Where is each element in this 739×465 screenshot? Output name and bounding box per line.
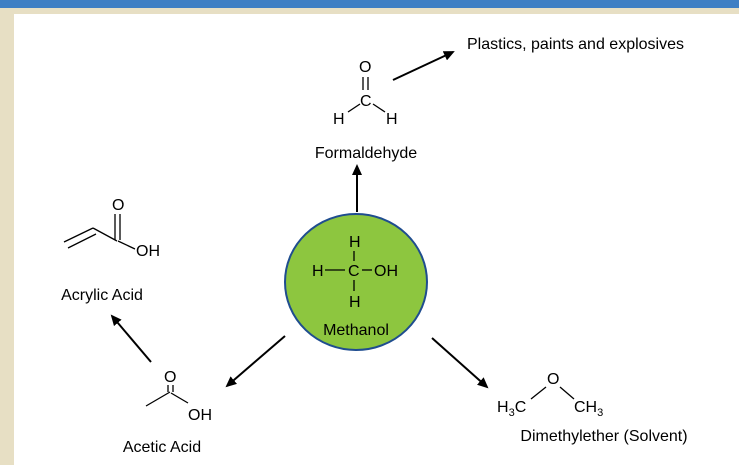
- acrylic-bond-coh: [117, 240, 136, 250]
- top-accent-bar: [0, 0, 739, 8]
- formaldehyde-label: Formaldehyde: [315, 145, 417, 162]
- acetic-acid-node: O OH Acetic Acid: [123, 369, 212, 456]
- formaldehyde-node: O C H H Formaldehyde: [315, 59, 417, 162]
- acrylic-oh: OH: [136, 243, 160, 260]
- dimethylether-label: Dimethylether (Solvent): [520, 428, 687, 445]
- formaldehyde-o: O: [359, 59, 371, 76]
- acetic-oh: OH: [188, 407, 212, 424]
- methanol-oh: OH: [374, 263, 398, 280]
- methanol-h-bottom: H: [349, 294, 361, 311]
- acrylic-o: O: [112, 197, 124, 214]
- acetic-bond-ch3: [145, 391, 171, 407]
- methanol-h-top: H: [349, 234, 361, 251]
- arrow-to-acrylic-acid: [110, 314, 152, 363]
- acetic-o: O: [164, 369, 176, 386]
- dme-ch3-right: CH3: [574, 399, 603, 419]
- arrow-to-dimethylether: [431, 337, 489, 389]
- dimethylether-node: H3C O CH3 Dimethylether (Solvent): [497, 371, 688, 445]
- dme-o: O: [547, 371, 559, 388]
- acrylic-acid-node: O OH Acrylic Acid: [61, 197, 160, 304]
- acrylic-bond-cc: [92, 227, 118, 242]
- acetic-acid-label: Acetic Acid: [123, 439, 201, 456]
- arrow-to-acetic-acid: [225, 335, 286, 388]
- formaldehyde-bond-right: [372, 103, 386, 113]
- methanol-ellipse: [284, 213, 428, 351]
- methanol-node: H H C OH H Methanol: [284, 213, 428, 351]
- formaldehyde-bond-left: [347, 103, 361, 113]
- methanol-label: Methanol: [323, 322, 389, 339]
- acetic-bond-coh: [170, 392, 189, 404]
- dme-bond-right: [559, 386, 575, 400]
- plastics-label: Plastics, paints and explosives: [467, 36, 684, 53]
- formaldehyde-c: C: [360, 93, 372, 110]
- acrylic-double-bond-a: [63, 227, 94, 243]
- dme-bond-left: [530, 386, 547, 400]
- dme-h-left: H3C: [497, 399, 526, 419]
- formaldehyde-h-left: H: [333, 111, 345, 128]
- formaldehyde-h-right: H: [386, 111, 398, 128]
- arrow-to-plastics: [392, 51, 455, 81]
- methanol-h-left: H: [312, 263, 324, 280]
- acrylic-double-bond-b: [67, 233, 97, 249]
- methanol-c: C: [348, 263, 360, 280]
- acrylic-acid-label: Acrylic Acid: [61, 287, 143, 304]
